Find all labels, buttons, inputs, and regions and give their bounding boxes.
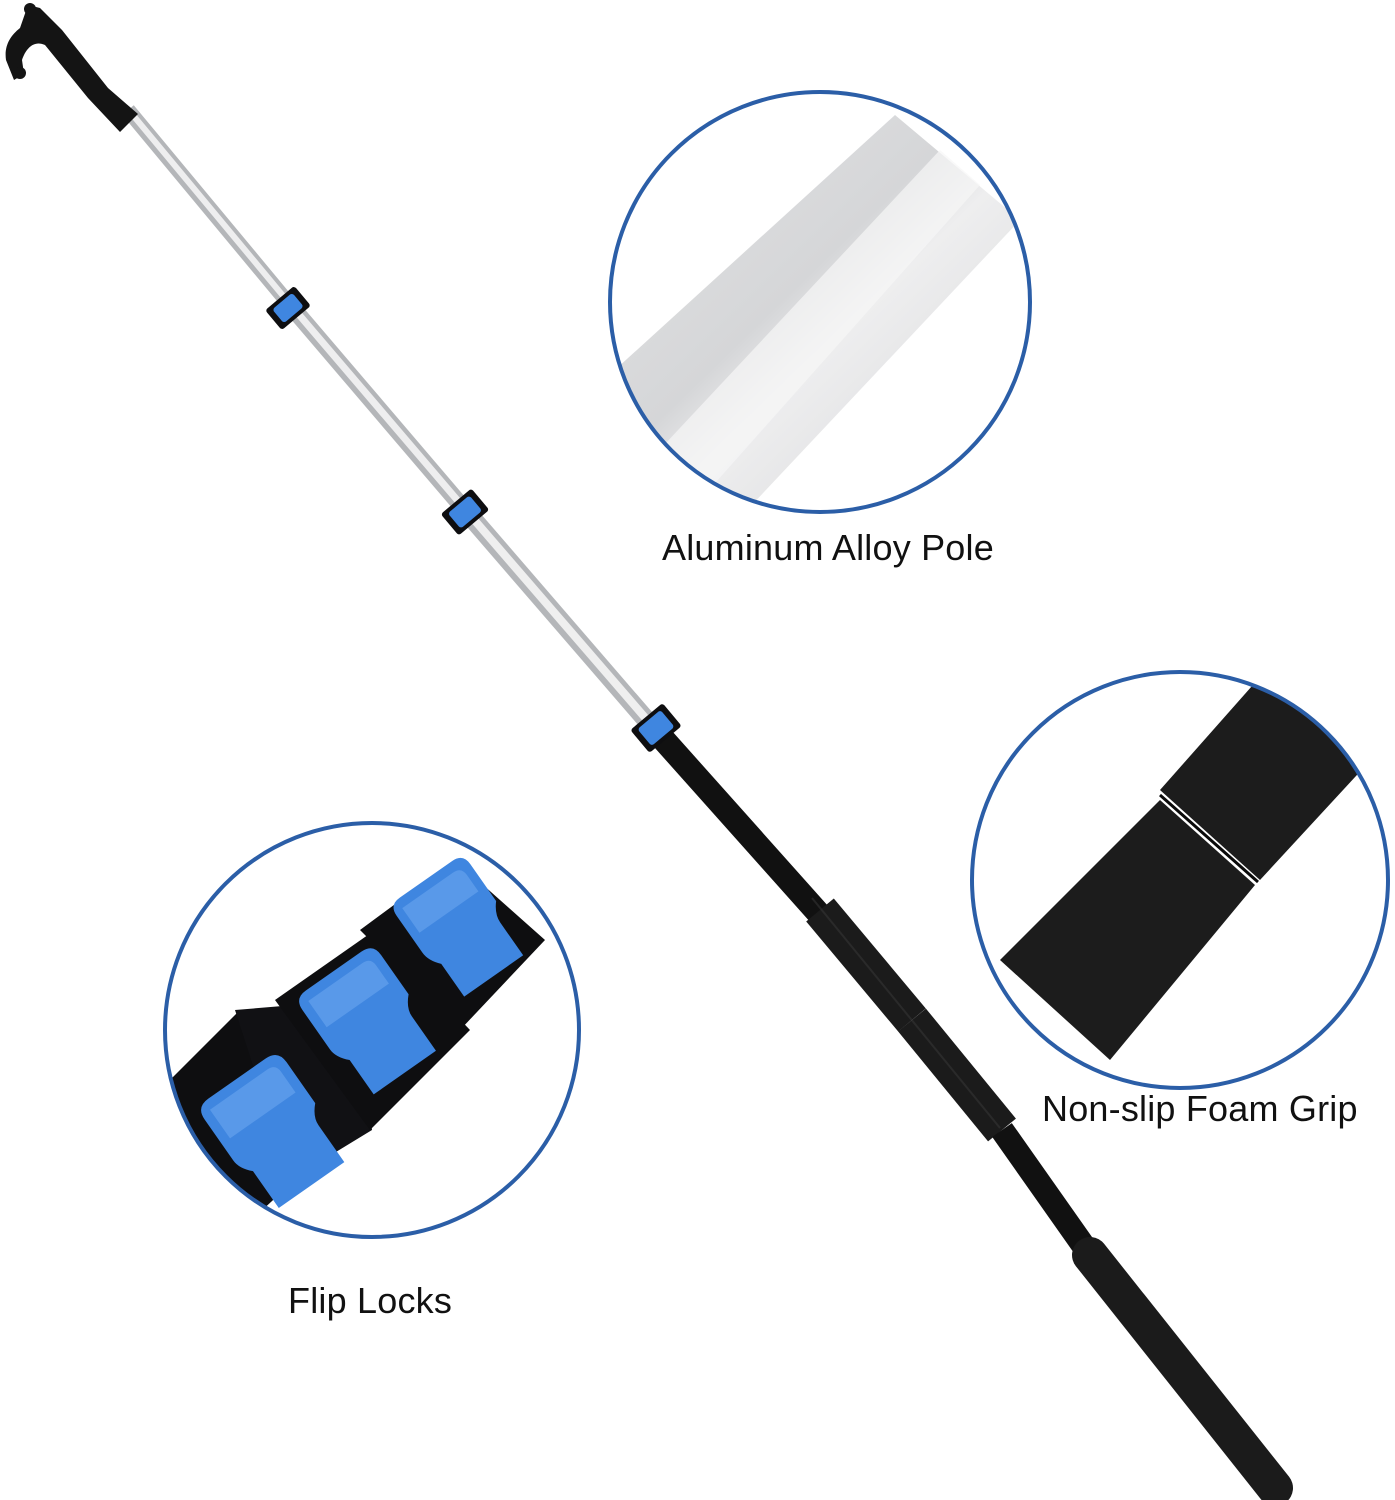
callout-label-flip-locks: Flip Locks [288,1280,453,1321]
aluminum-section [122,105,663,737]
flip-lock-tab [393,857,524,997]
boat-hook-pole [5,3,1293,1500]
callout-flip-locks [163,821,581,1239]
callout-label-foam-grip: Non-slip Foam Grip [1042,1088,1358,1129]
hook-head [5,3,139,132]
callout-foam-grip [970,670,1390,1090]
callout-aluminum [608,90,1032,514]
flip-lock [631,704,681,752]
callout-label-aluminum: Aluminum Alloy Pole [662,527,994,568]
flip-lock-tab [299,948,436,1095]
flip-lock-tab [201,1054,345,1208]
flip-lock [441,489,489,535]
black-lower-section [646,722,1293,1500]
flip-lock [266,287,310,329]
